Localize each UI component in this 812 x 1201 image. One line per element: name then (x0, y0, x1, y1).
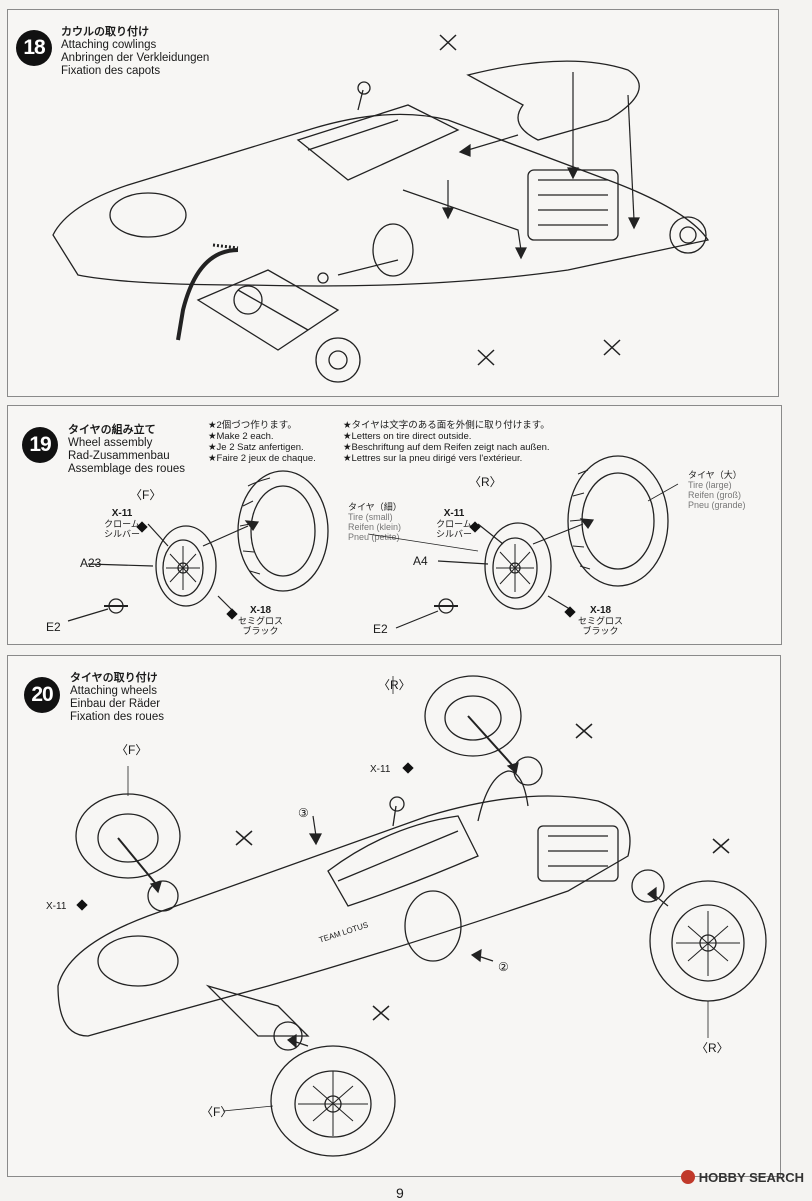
title-de: Rad-Zusammenbau (68, 450, 170, 462)
step-number: 18 (16, 30, 52, 66)
title-de: Anbringen der Verkleidungen (61, 52, 210, 64)
x11-paint-label: X-11 (46, 901, 67, 912)
note-line: ★タイヤは文字のある面を外側に取り付けます。 (343, 420, 550, 431)
title-en: Wheel assembly (68, 437, 153, 449)
title-de: Einbau der Räder (70, 698, 161, 710)
note-line: ★Beschriftung auf dem Reifen zeigt nach … (343, 442, 550, 453)
x18-paint-label: X-18 セミグロス ブラック (238, 605, 284, 637)
paint-marker (226, 608, 238, 620)
note-letters-outside: ★タイヤは文字のある面を外側に取り付けます。 ★Letters on tire … (343, 420, 550, 464)
front-tag: 〈F〉 (130, 488, 162, 502)
paint-marker (402, 762, 414, 774)
x11-paint-label: X-11 (370, 764, 391, 775)
x18-paint-label: X-18 セミグロス ブラック (578, 605, 624, 637)
note-line: ★Lettres sur la pneu dirigé vers l'extér… (343, 453, 523, 464)
x11-paint-label: X-11 クローム シルバー (104, 508, 141, 540)
wheel-attach-diagram (57, 675, 767, 1157)
front-tag-bottom: 〈F〉 (201, 1105, 233, 1119)
paint-marker (564, 606, 576, 618)
step-number: 20 (24, 677, 60, 713)
step-number: 19 (22, 427, 58, 463)
rear-tag: 〈R〉 (469, 475, 502, 489)
title-en: Attaching cowlings (61, 39, 157, 51)
note-line: ★Faire 2 jeux de chaque. (208, 453, 316, 464)
note-line: ★Je 2 Satz anfertigen. (208, 442, 304, 453)
title-fr: Fixation des capots (61, 65, 161, 77)
step-titles: タイヤの取り付け Attaching wheels Einbau der Räd… (70, 672, 164, 724)
front-tag-top: 〈F〉 (116, 743, 148, 757)
title-fr: Fixation des roues (70, 711, 164, 723)
note-line: ★Letters on tire direct outside. (343, 431, 472, 442)
rear-tag-bottom: 〈R〉 (696, 1041, 729, 1055)
part-a23: A23 (80, 556, 102, 570)
title-jp: タイヤの組み立て (68, 424, 156, 436)
hobby-search-logo-icon (680, 1170, 695, 1184)
page-number: 9 (396, 1185, 404, 1201)
ref-step-2: ② (498, 960, 509, 974)
title-jp: タイヤの取り付け (70, 672, 158, 684)
watermark-text: HOBBY SEARCH (698, 1170, 804, 1185)
title-en: Attaching wheels (70, 685, 157, 697)
part-e2: E2 (46, 620, 61, 634)
cowling-diagram (52, 34, 710, 383)
wheel-assembly-diagram (67, 455, 679, 629)
x11-paint-label: X-11 クローム シルバー (436, 508, 473, 540)
title-jp: カウルの取り付け (61, 26, 149, 38)
note-line: ★Make 2 each. (208, 431, 274, 442)
title-fr: Assemblage des roues (68, 463, 185, 475)
ref-step-3: ③ (298, 806, 309, 820)
step-18-panel: 18 カウルの取り付け Attaching cowlings Anbringen… (7, 9, 779, 397)
rear-tag-top: 〈R〉 (378, 678, 411, 692)
part-e2: E2 (373, 622, 388, 636)
step-19-panel: 19 タイヤの組み立て Wheel assembly Rad-Zusammenb… (7, 405, 782, 645)
note-line: ★2個づつ作ります。 (208, 420, 297, 431)
step-titles: カウルの取り付け Attaching cowlings Anbringen de… (61, 26, 209, 78)
paint-marker (76, 899, 88, 911)
step-20-panel: 20 タイヤの取り付け Attaching wheels Einbau der … (7, 655, 781, 1177)
part-a4: A4 (413, 554, 428, 568)
note-make-two: ★2個づつ作ります。 ★Make 2 each. ★Je 2 Satz anfe… (208, 420, 316, 464)
tire-large-label: タイヤ（大） Tire (large) Reifen (groß) Pneu (… (688, 470, 746, 510)
paint-marker (469, 521, 481, 533)
tire-small-label: タイヤ（細） Tire (small) Reifen (klein) Pneu … (348, 502, 402, 542)
watermark: HOBBY SEARCH (680, 1170, 804, 1185)
paint-marker (136, 521, 148, 533)
step-titles: タイヤの組み立て Wheel assembly Rad-Zusammenbau … (68, 424, 185, 476)
